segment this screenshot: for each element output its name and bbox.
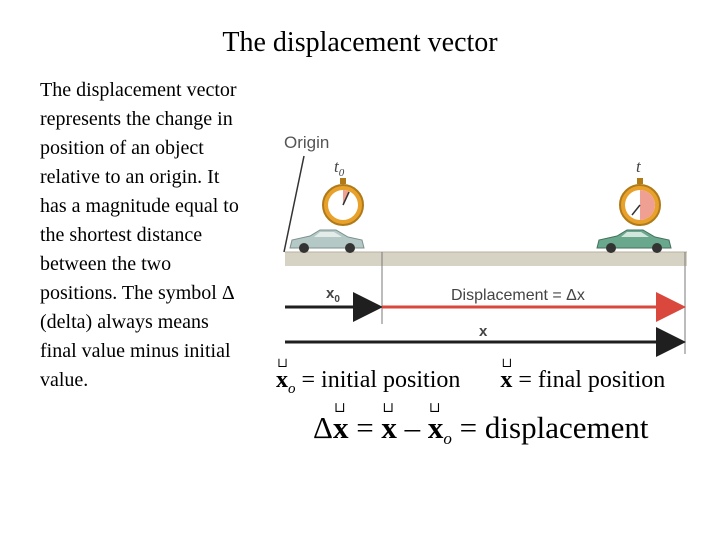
t0-label: t0 [334,157,345,179]
stopwatch-initial-icon: t0 [322,157,364,226]
x0-label: x0 [326,285,340,305]
displacement-word: = displacement [459,410,649,445]
displacement-equation: Δx = x – xo = displacement [313,391,649,457]
final-x-symbol: x [381,391,397,446]
car-final-icon [596,229,672,253]
final-position-symbol: x [500,349,512,394]
initial-position-symbol: x [276,349,288,394]
initial-position-subscript: o [288,381,296,397]
origin-label: Origin [284,133,329,152]
slide-paragraph: The displacement vector represents the c… [40,79,239,391]
equals-sign-1: = [356,410,374,445]
initial-position-text: = initial position [301,367,461,393]
initial-x-symbol: x [428,391,444,446]
car-initial-icon [289,229,365,253]
t-label: t [636,157,642,176]
displacement-label: Displacement = Δx [451,287,585,304]
final-position-text: = final position [518,367,666,393]
stopwatch-final-icon: t [619,157,661,226]
x-label: x [479,323,488,340]
delta-symbol: Δ [313,410,333,445]
origin-pointer-line [283,155,305,253]
road [285,252,687,266]
slide-title: The displacement vector [222,27,498,58]
initial-x-subscript: o [443,429,452,448]
minus-sign: – [404,410,421,445]
delta-x-symbol: x [333,391,349,446]
position-definitions: xo = initial position x = final position [276,349,666,403]
displacement-figure: Origin t0 t [270,122,710,392]
